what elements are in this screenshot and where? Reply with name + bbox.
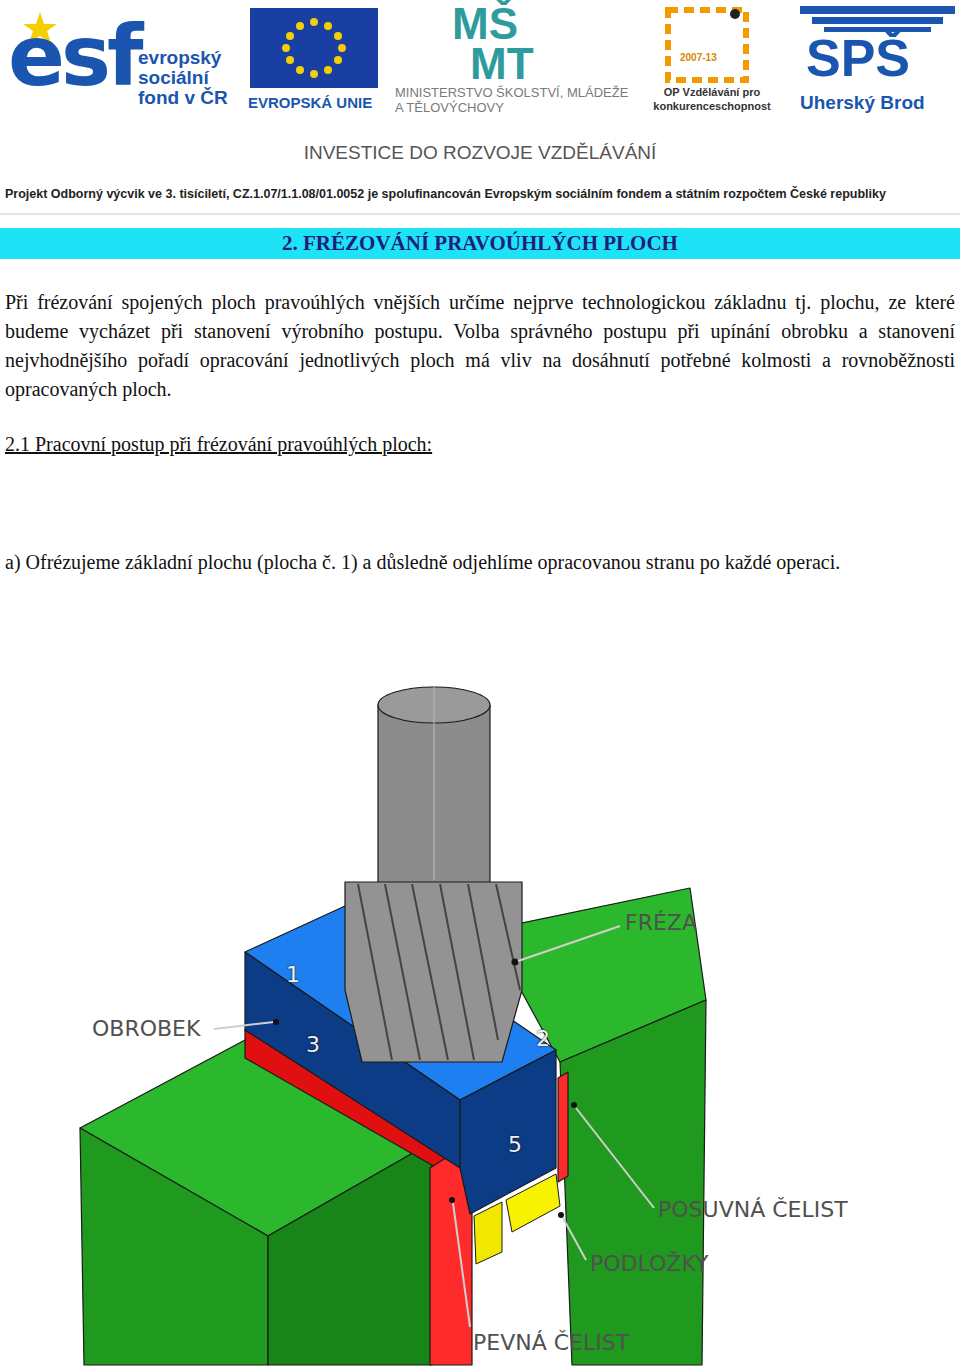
- part-name: POSUVNÁ ČELIST: [658, 1197, 848, 1223]
- art-shape: [214, 1022, 274, 1029]
- header-slogan: INVESTICE DO ROZVOJE VZDĚLÁVÁNÍ: [0, 142, 960, 165]
- part-name: PODLOŽKY: [590, 1251, 708, 1277]
- art-shape: [518, 926, 620, 961]
- logo-text: MINISTERSTVO ŠKOLSTVÍ, MLÁDEŽE A TĚLOVÝC…: [395, 86, 630, 116]
- art-shape: [512, 959, 518, 965]
- art-shape: [560, 1000, 706, 1365]
- art-shape: [286, 56, 294, 64]
- art-shape: [80, 1128, 268, 1365]
- art-shape: [474, 1202, 502, 1264]
- logo-text: esf: [8, 14, 140, 98]
- art-shape: [468, 884, 498, 1040]
- art-shape: [563, 1218, 586, 1260]
- art-shape: [282, 44, 290, 52]
- title-band: 2. FRÉZOVÁNÍ PRAVOÚHLÝCH PLOCH: [0, 228, 960, 259]
- art-shape: [0, 214, 960, 215]
- logo-text: OP Vzdělávání pro konkurenceschopnost: [636, 86, 788, 114]
- section-heading: 2.1 Pracovní postup při frézování pravoú…: [5, 432, 432, 456]
- callout-number: 2: [536, 1026, 550, 1052]
- part-name: PEVNÁ ČELIST: [473, 1330, 629, 1356]
- leader-lines: [214, 926, 654, 1327]
- logo-text: MŠ: [452, 2, 518, 46]
- callout-number: 5: [508, 1132, 522, 1158]
- part-name: FRÉZA: [625, 910, 697, 936]
- art-shape: [310, 70, 318, 78]
- logo-text: 2007-13: [680, 52, 717, 64]
- art-shape: [506, 1174, 560, 1232]
- callout-number: 1: [286, 962, 300, 988]
- page-title: 2. FRÉZOVÁNÍ PRAVOÚHLÝCH PLOCH: [0, 228, 960, 259]
- art-shape: [338, 44, 346, 52]
- art-shape: [286, 32, 294, 40]
- art-shape: [730, 9, 740, 19]
- title-holder: 2. FRÉZOVÁNÍ PRAVOÚHLÝCH PLOCH: [0, 228, 960, 259]
- logo-text: evropský sociální fond v ČR: [138, 48, 238, 108]
- art-shape: [324, 66, 332, 74]
- op-logo: [668, 9, 746, 80]
- art-shape: [324, 22, 332, 30]
- logo-text: EVROPSKÁ UNIE: [248, 94, 372, 112]
- art-shape: [334, 32, 342, 40]
- art-shape: [558, 1072, 568, 1182]
- art-shape: [358, 884, 520, 1060]
- art-shape: [571, 1102, 577, 1108]
- art-shape: [296, 66, 304, 74]
- art-shape: [268, 1142, 432, 1365]
- art-shape: [273, 1019, 279, 1025]
- art-shape: [296, 22, 304, 30]
- milling-cutter: [345, 687, 522, 1062]
- art-shape: [496, 884, 520, 990]
- parallels: [474, 1174, 560, 1264]
- logo-text: SPŠ: [806, 32, 910, 84]
- art-shape: [440, 884, 474, 1060]
- sps-logo: [800, 6, 955, 32]
- art-shape: [812, 17, 943, 24]
- art-shape: [250, 8, 378, 88]
- art-shape: [310, 18, 318, 26]
- art-shape: [358, 884, 392, 1060]
- art-shape: [800, 6, 955, 14]
- art-shape: [412, 884, 448, 1060]
- eu-flag: [250, 8, 378, 88]
- art-shape: [345, 882, 522, 1062]
- logo-text: MT: [470, 42, 534, 86]
- logo-text: Uherský Brod: [800, 92, 925, 115]
- art-shape: [334, 56, 342, 64]
- art-shape: [453, 1203, 470, 1327]
- art-shape: [282, 18, 346, 78]
- body-paragraph: Při frézování spojených ploch pravoúhlýc…: [5, 288, 955, 404]
- art-shape: [668, 10, 746, 80]
- art-shape: [449, 1197, 455, 1203]
- art-shape: [576, 1108, 654, 1208]
- project-note: Projekt Odborný výcvik ve 3. tisíciletí,…: [5, 187, 886, 202]
- art-shape: [434, 687, 435, 880]
- part-name: OBROBEK: [92, 1016, 200, 1042]
- art-shape: [385, 884, 420, 1060]
- callout-number: 3: [306, 1032, 320, 1058]
- art-shape: [558, 1212, 564, 1218]
- step-text: a) Ofrézujeme základní plochu (plocha č.…: [5, 548, 955, 577]
